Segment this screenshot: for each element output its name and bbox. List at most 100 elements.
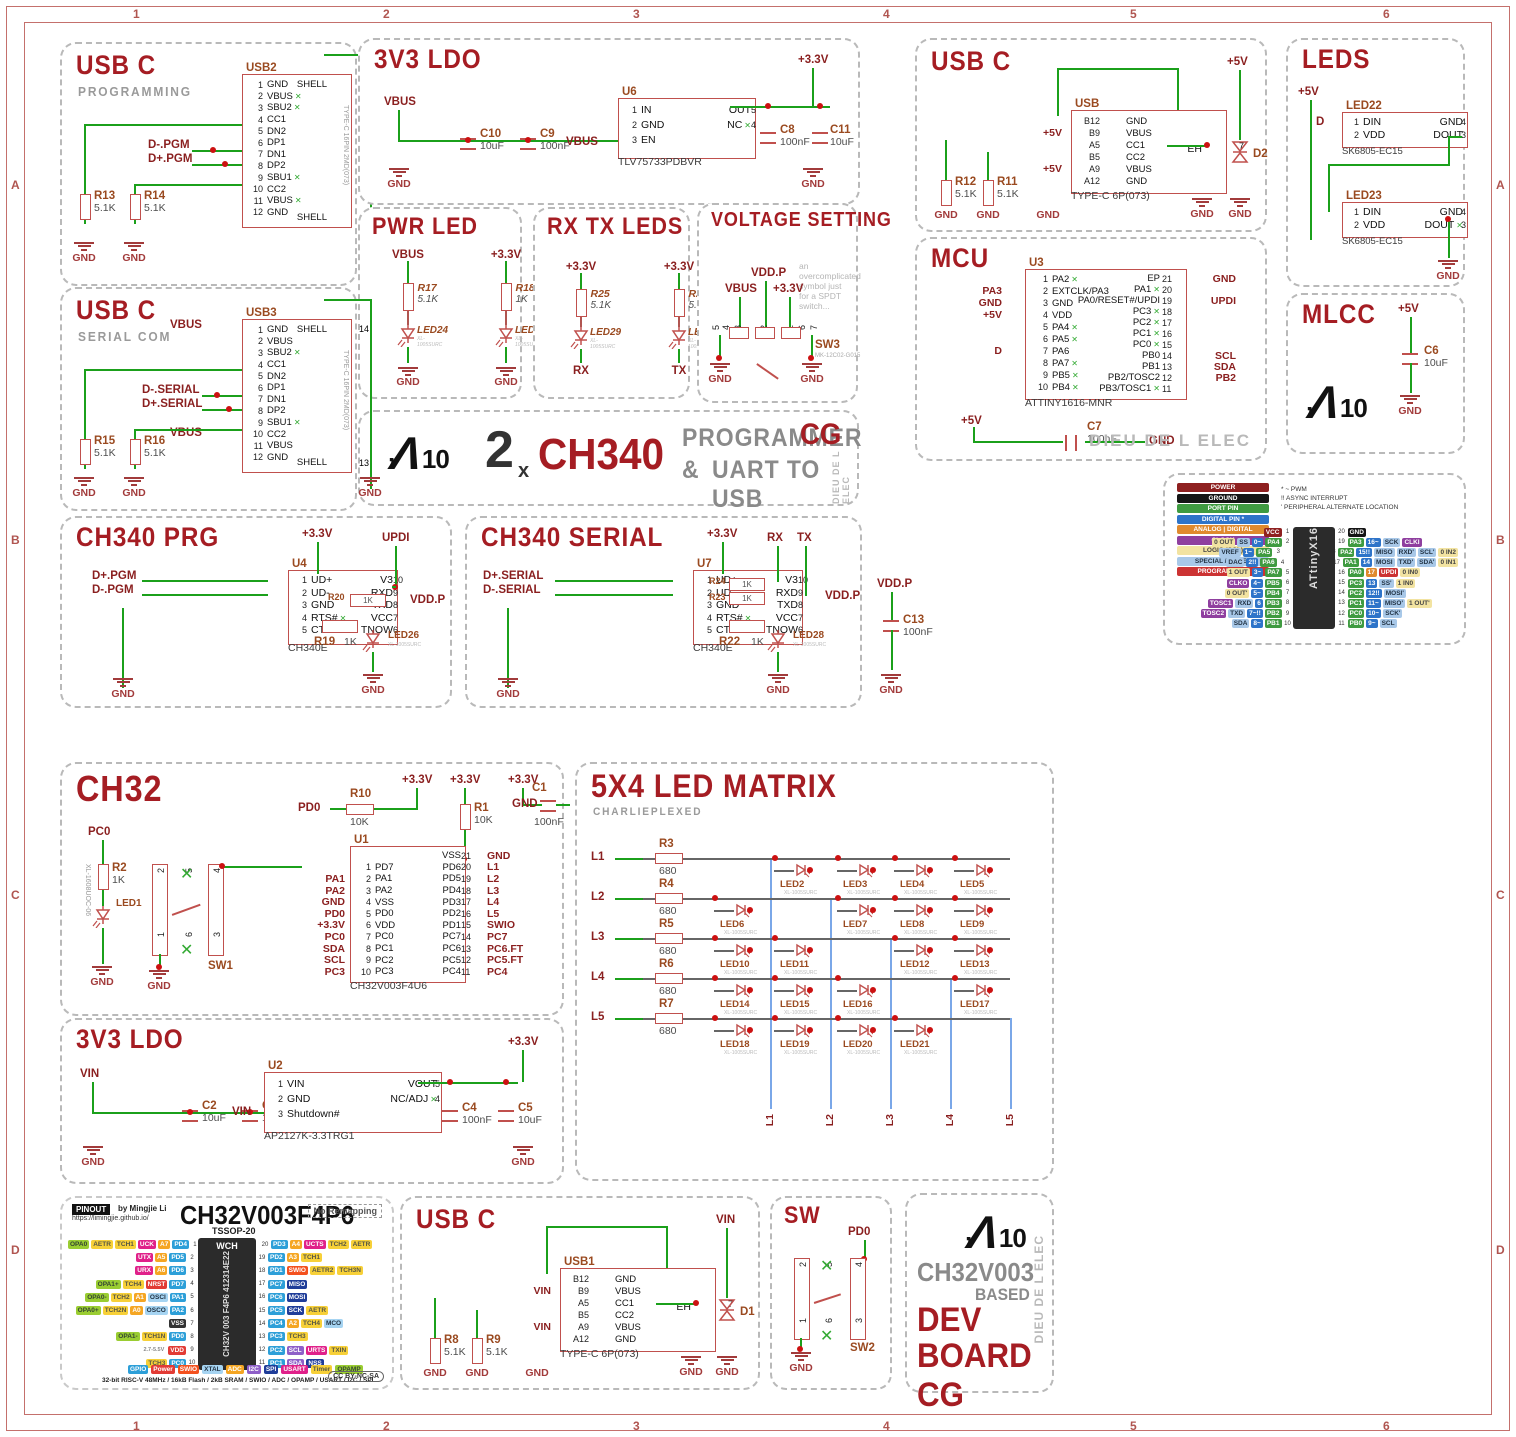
led-ref: LED2: [780, 879, 805, 890]
pin-badge: 8~: [1251, 619, 1263, 629]
led-part: XL-1005SURC: [847, 1050, 881, 1056]
pin-badge: PC5: [268, 1306, 285, 1316]
legend-chip: PROGRAMMING: [1177, 567, 1269, 576]
resistor-val: 5.1K: [144, 447, 166, 459]
pin-number: 13: [358, 458, 369, 468]
legend-chip: Timer: [310, 1365, 333, 1374]
block-subtitle: SERIAL COM: [78, 329, 172, 344]
resistor-ref: R2: [112, 862, 127, 874]
component-part: AP2127K-3.3TRG1: [264, 1130, 355, 1142]
net-label: VBUS: [170, 319, 202, 331]
title-ch32v003: CH32V003: [917, 1257, 1035, 1287]
component-part: SK6805-EC15: [1342, 146, 1403, 157]
capacitor-val: 100nF: [462, 1114, 492, 1126]
component-part: ATTINY1616-MNR: [1025, 397, 1113, 409]
matrix-col-label: L4: [944, 1114, 956, 1127]
gnd-symbol: GND: [878, 672, 904, 696]
gnd-symbol: GND: [976, 209, 1000, 221]
pin-badge: TXIN: [329, 1345, 349, 1355]
led-ref: LED15: [780, 999, 810, 1010]
component-part: SK6805-EC15: [1342, 236, 1403, 247]
switch-contact: [729, 327, 749, 339]
pin-badge: PC3: [1347, 578, 1365, 588]
resistor-val: 5.1K: [94, 202, 116, 214]
resistor-ref: R8: [444, 1334, 459, 1346]
pin-badge: A0: [130, 1306, 143, 1316]
col-label: 2: [383, 7, 390, 21]
net-label: GND: [512, 798, 538, 810]
pin-badge: SCL: [286, 1345, 304, 1355]
matrix-bus-line: [1010, 1018, 1012, 1109]
row-label: D: [1496, 1243, 1505, 1257]
resistor: [983, 180, 994, 206]
led-part: XL-1005SURC: [847, 890, 881, 896]
pin-badge: PC7: [268, 1279, 285, 1289]
component-ref: U2: [268, 1060, 283, 1072]
col-label: 5: [1130, 7, 1137, 21]
pin-badge: UPDI: [1378, 568, 1399, 578]
led-ref: LED26: [388, 630, 420, 641]
pin-badge: MISO: [1374, 547, 1395, 557]
pin-badge: VREF: [1219, 547, 1241, 557]
resistor-val: 10K: [350, 816, 369, 828]
resistor: [130, 439, 141, 465]
switch-ref: SW1: [208, 960, 233, 972]
package-label: TSSOP-20: [212, 1226, 256, 1236]
gnd-symbol: GND: [494, 365, 518, 388]
matrix-bus-line: [830, 898, 832, 1109]
resistor-val: 5.1K: [955, 188, 977, 200]
resistor: [322, 620, 358, 633]
block-title: LEDS: [1302, 44, 1371, 74]
net-label: VIN: [80, 1068, 100, 1080]
led-ref: LED20: [843, 1039, 873, 1050]
pin-badge: SCK: [1382, 537, 1401, 547]
pin-badge: RXD': [1396, 547, 1416, 557]
resistor-val: 1K: [742, 594, 752, 603]
resistor: [98, 864, 109, 890]
component-part: TLV75733PDBVR: [618, 156, 702, 168]
gnd-symbol: GND: [121, 240, 147, 264]
resistor-val: 5.1K: [144, 202, 166, 214]
component-part: TYPE-C 16PIN 2MD(073): [342, 105, 349, 186]
switch-pin: 2: [798, 1262, 808, 1268]
attiny-chip: ATtinyX16: [1293, 527, 1335, 629]
switch-pin: 2: [156, 868, 166, 874]
resistor-val: 1K: [344, 636, 357, 648]
pin-badge: TCH4: [300, 1319, 322, 1329]
pin-badge: 12!!: [1366, 588, 1382, 598]
pin-badge: AETR: [350, 1240, 373, 1250]
capacitor-ref: C9: [540, 128, 555, 140]
net-label: +5V: [961, 415, 982, 427]
gnd-symbol: GND: [678, 1354, 704, 1378]
led-ref: LED21: [900, 1039, 930, 1050]
pin-badge: PC1: [1347, 598, 1365, 608]
capacitor-ref: C10: [480, 128, 502, 140]
pin-badge: TXD': [1396, 558, 1416, 568]
resistor-ref: R13: [94, 190, 116, 202]
pinout-url[interactable]: https://limingjie.github.io/: [72, 1215, 149, 1222]
switch-part: MK-12C02-G015: [815, 353, 861, 359]
